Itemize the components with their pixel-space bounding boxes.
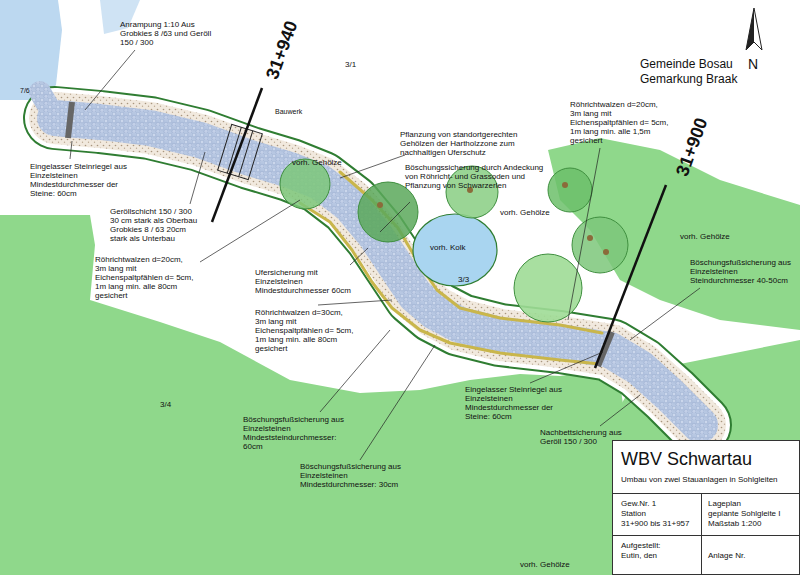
info-text: Station — [621, 509, 646, 518]
info-text: geplante Sohlgleite I — [708, 509, 781, 518]
leader-line — [568, 148, 600, 320]
leader-line — [340, 155, 405, 178]
tree-crown — [572, 217, 628, 273]
tree-crown — [548, 168, 592, 212]
info-text: Aufgestellt: — [621, 541, 661, 550]
annotation: Pflanzung von standortgerechten Gehölzen… — [400, 130, 550, 157]
annotation: Böschungsfußsicherung aus Einzelsteinen … — [300, 462, 412, 489]
annotation: Geröllschicht 150 / 300 30 cm stark als … — [110, 207, 202, 243]
leader-line — [530, 352, 603, 383]
info-text: Lageplan — [708, 499, 741, 508]
subtitle-text: Umbau von zwei Stauanlagen in Sohlgleite… — [621, 475, 778, 484]
district-name: Gemarkung Braak — [640, 72, 737, 86]
info-text: 31+900 bis 31+957 — [621, 519, 690, 528]
channel-bed — [55, 118, 700, 425]
station-line — [595, 185, 666, 368]
annotation: Böschungsfußsicherung aus Einzelsteinen … — [690, 258, 796, 285]
parcel-number: 3/4 — [160, 400, 171, 409]
leader-line — [85, 50, 135, 110]
info-text: Anlage Nr. — [708, 551, 745, 560]
channel-bank — [55, 118, 700, 425]
tree-crown — [358, 182, 418, 242]
pond — [413, 214, 497, 286]
channel-outline — [55, 118, 700, 425]
channel-clear — [55, 118, 700, 425]
parcel-number: 7/6 — [20, 87, 30, 95]
tree-symbol — [603, 249, 609, 255]
leader-line — [70, 141, 72, 159]
parcel-number: 3/1 — [345, 60, 356, 69]
leader-line — [600, 395, 640, 426]
leader-line — [200, 200, 300, 262]
rule-line — [613, 535, 800, 536]
annotation: Böschungsfußsicherung aus Einzelsteinen … — [243, 415, 355, 451]
north-label: N — [748, 56, 758, 72]
pond-label: vorh. Kolk — [430, 243, 466, 252]
annotation: Ufersicherung mit Einzelsteinen Mindestd… — [255, 268, 355, 295]
stone-sill — [68, 102, 72, 138]
tree-crown — [514, 254, 582, 322]
grass-area — [0, 215, 625, 575]
vegetation-label: vorh. Gehölze — [500, 208, 550, 217]
annotation: Röhrichtwalzen d=20cm, 3m lang mit Eiche… — [95, 255, 195, 300]
rule-line — [701, 493, 702, 575]
reed-roll — [300, 203, 600, 364]
annotation: Anrampung 1:10 Aus Grobkies 8 /63 und Ge… — [120, 20, 212, 47]
leader-line — [190, 152, 205, 204]
station-label: 31+900 — [672, 115, 712, 179]
north-arrow — [746, 8, 754, 50]
annotation: Eingelasser Steinriegel aus Einzelsteine… — [465, 385, 565, 421]
tree-symbol — [377, 202, 383, 208]
title-block: WBV SchwartauUmbau von zwei Stauanlagen … — [612, 440, 800, 575]
rule-line — [613, 493, 800, 494]
river — [0, 0, 62, 100]
stone-sill — [598, 332, 612, 366]
weir-structure — [218, 124, 263, 179]
annotation: Böschungssicherung durch Andeckung von R… — [405, 163, 555, 190]
vegetation-label: vorh. Gehölze — [292, 158, 342, 167]
parcel-number: 3/3 — [458, 275, 469, 284]
info-text: Gew.Nr. 1 — [621, 499, 656, 508]
municipality-name: Gemeinde Bosau — [640, 57, 733, 71]
vegetation-label: vorh. Gehölze — [520, 560, 570, 569]
annotation: Röhrichtwalzen d=20cm, 3m lang mit Eiche… — [570, 100, 670, 145]
title-text: WBV Schwartau — [621, 449, 752, 470]
vegetation-label: vorh. Gehölze — [680, 232, 730, 241]
tree-symbol — [562, 182, 568, 188]
structure-label: Bauwerk — [275, 108, 302, 116]
annotation: Eingelasser Steinriegel aus Einzelsteine… — [30, 162, 130, 198]
leader-line — [630, 288, 700, 340]
north-arrow — [746, 8, 762, 50]
annotation: Röhrichtwalzen d=30cm, 3m lang mit Eiche… — [255, 308, 355, 353]
tree-symbol — [587, 235, 593, 241]
leader-line — [380, 202, 410, 232]
info-text: Maßstab 1:200 — [708, 519, 761, 528]
leader-line — [360, 345, 435, 460]
leader-line — [350, 248, 368, 265]
info-text: Eutin, den — [621, 551, 657, 560]
station-line — [212, 88, 262, 222]
upper-channel — [40, 92, 55, 118]
leader-line — [318, 300, 392, 305]
station-label: 31+940 — [262, 18, 302, 82]
